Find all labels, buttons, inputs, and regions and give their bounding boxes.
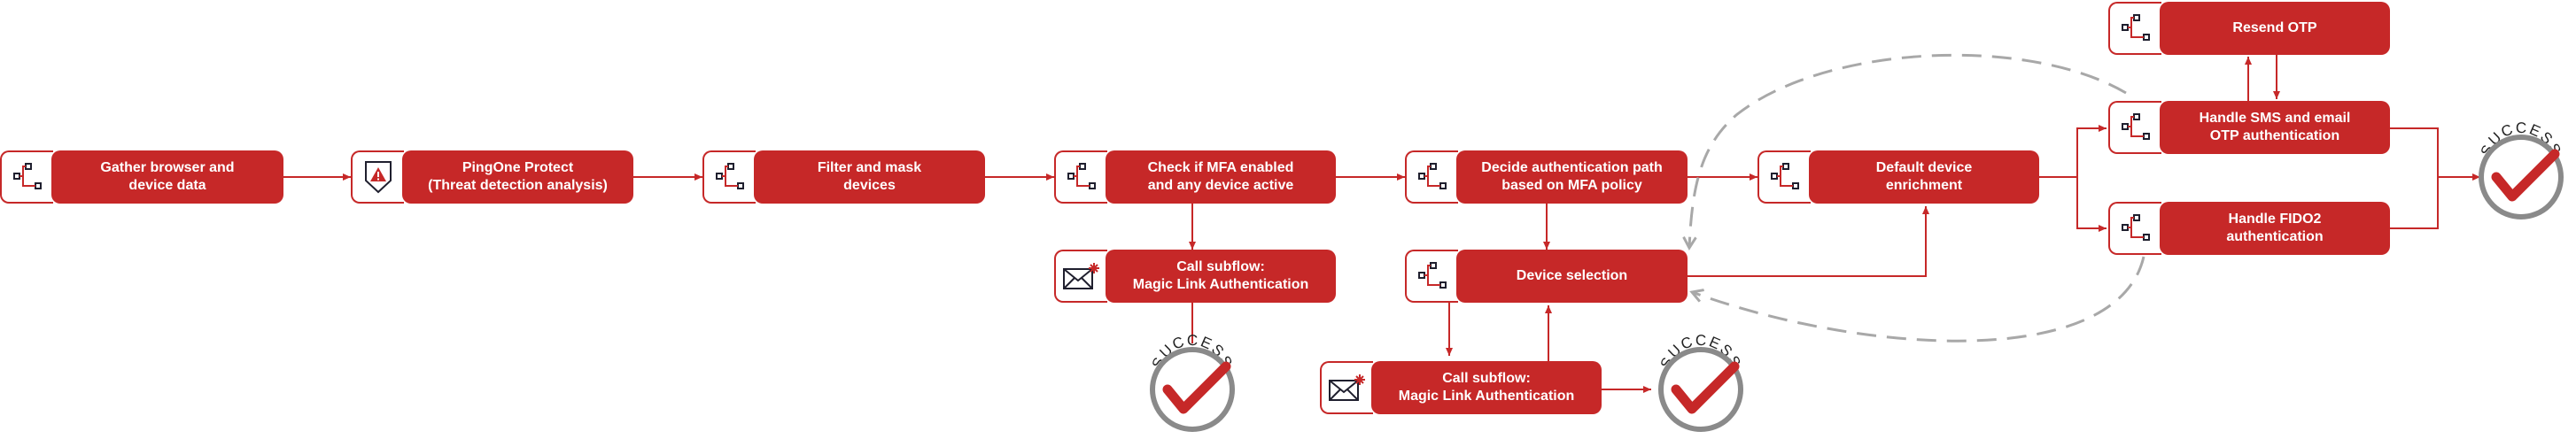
node-label: Decide authentication path based on MFA … <box>1456 150 1688 204</box>
node-pingone-protect[interactable]: PingOne Protect (Threat detection analys… <box>351 150 633 204</box>
node-label: Default device enrichment <box>1809 150 2039 204</box>
node-label: PingOne Protect (Threat detection analys… <box>402 150 633 204</box>
success-badge-3: SUCCESS <box>2478 119 2564 220</box>
node-default-device-enrichment[interactable]: Default device enrichment <box>1757 150 2039 204</box>
check-icon <box>2491 149 2560 202</box>
edge-split-sms <box>2076 125 2107 177</box>
flow-icon <box>2108 202 2161 255</box>
node-handle-fido2[interactable]: Handle FIDO2 authentication <box>2108 202 2390 255</box>
flow-icon <box>2108 101 2161 154</box>
node-label: Filter and mask devices <box>754 150 985 204</box>
check-icon <box>1162 361 1231 414</box>
node-label: Call subflow: Magic Link Authentication <box>1371 361 1602 414</box>
node-subflow-magic-link-2[interactable]: Call subflow: Magic Link Authentication <box>1320 361 1602 414</box>
node-device-selection[interactable]: Device selection <box>1405 250 1688 303</box>
success-badge-2: SUCCESS <box>1657 332 1743 432</box>
edge-dashed-fido-selection <box>1692 256 2145 343</box>
success-badge-1: SUCCESS <box>1149 332 1235 432</box>
node-check-mfa[interactable]: Check if MFA enabled and any device acti… <box>1054 150 1336 204</box>
node-decide-auth-path[interactable]: Decide authentication path based on MFA … <box>1405 150 1688 204</box>
edge-fido-merge <box>2390 177 2439 229</box>
node-handle-sms-email-otp[interactable]: Handle SMS and email OTP authentication <box>2108 101 2390 154</box>
node-label: Gather browser and device data <box>51 150 283 204</box>
edge-split-fido <box>2076 177 2107 232</box>
node-label: Handle SMS and email OTP authentication <box>2160 101 2390 154</box>
check-icon <box>1671 361 1740 414</box>
flow-icon <box>1054 150 1107 204</box>
node-label: Resend OTP <box>2160 2 2390 55</box>
flow-icon <box>702 150 756 204</box>
edge-dashed-sms-selection <box>1689 53 2127 248</box>
node-label: Check if MFA enabled and any device acti… <box>1106 150 1336 204</box>
email-icon <box>1320 361 1373 414</box>
flow-icon <box>0 150 53 204</box>
edge-sms-merge <box>2390 127 2439 177</box>
flow-icon <box>2108 2 2161 55</box>
flow-icon <box>1405 250 1458 303</box>
warning-shield-icon <box>351 150 404 204</box>
node-label: Handle FIDO2 authentication <box>2160 202 2390 255</box>
flow-icon <box>1405 150 1458 204</box>
node-resend-otp[interactable]: Resend OTP <box>2108 2 2390 55</box>
email-icon <box>1054 250 1107 303</box>
node-subflow-magic-link-1[interactable]: Call subflow: Magic Link Authentication <box>1054 250 1336 303</box>
node-filter-mask-devices[interactable]: Filter and mask devices <box>702 150 985 204</box>
flow-icon <box>1757 150 1811 204</box>
node-gather-browser-data[interactable]: Gather browser and device data <box>0 150 283 204</box>
node-label: Call subflow: Magic Link Authentication <box>1106 250 1336 303</box>
node-label: Device selection <box>1456 250 1688 303</box>
edge-selection-enrichment <box>1688 206 1929 277</box>
